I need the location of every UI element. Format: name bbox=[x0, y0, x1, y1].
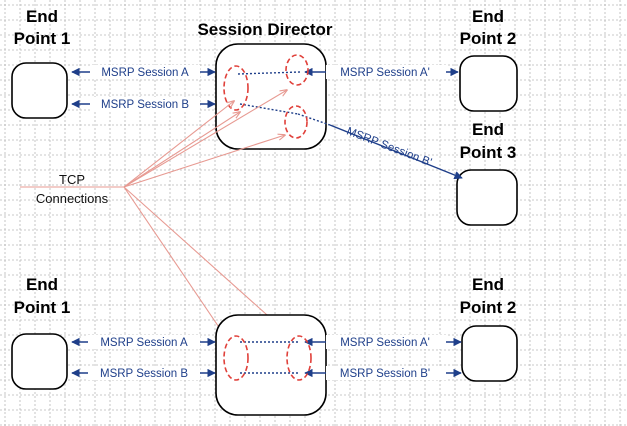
top-endpoint1-label-line2: Point 1 bbox=[14, 29, 71, 48]
top-session-a-prime-label: MSRP Session A' bbox=[340, 67, 430, 79]
bottom-session-b-prime-label: MSRP Session B' bbox=[340, 368, 430, 380]
bottom-session-b-prime-label-bg bbox=[326, 366, 446, 380]
endpoint3-box bbox=[456, 169, 518, 226]
top-endpoint2-label-line1: End bbox=[472, 7, 504, 26]
top-right-lower-connection-oval bbox=[284, 105, 308, 139]
tcp-label-line1: TCP bbox=[59, 172, 85, 187]
endpoint3-label-line2: Point 3 bbox=[460, 143, 517, 162]
bottom-session-a-prime-label: MSRP Session A' bbox=[340, 337, 430, 349]
bottom-left-connection-oval bbox=[223, 335, 249, 381]
top-session-b-prime-arrow bbox=[329, 124, 463, 180]
top-session-a-label-bg bbox=[90, 65, 200, 79]
top-endpoint2-box bbox=[459, 55, 518, 112]
top-session-director-box bbox=[215, 43, 327, 150]
bottom-right-connection-oval bbox=[286, 335, 312, 381]
bottom-session-b-label: MSRP Session B bbox=[100, 368, 188, 380]
bottom-session-a-label-bg bbox=[88, 335, 200, 349]
top-left-connection-oval bbox=[223, 65, 249, 111]
top-endpoint1-box bbox=[11, 62, 68, 119]
top-session-b-label-bg bbox=[90, 97, 200, 111]
tcp-line-bottom-a bbox=[123, 186, 231, 345]
tcp-line-top-c bbox=[123, 90, 287, 188]
top-right-upper-connection-oval bbox=[285, 54, 309, 86]
bottom-session-director-box bbox=[215, 314, 327, 416]
top-endpoint2-label-line2: Point 2 bbox=[460, 29, 517, 48]
bottom-endpoint1-label-line1: End bbox=[26, 275, 58, 294]
bottom-endpoint1-box bbox=[11, 333, 68, 390]
top-session-b-inner-link bbox=[239, 103, 299, 115]
top-session-a-label: MSRP Session A bbox=[101, 67, 189, 79]
tcp-line-top-a bbox=[123, 101, 234, 188]
tcp-line-top-d bbox=[123, 135, 285, 188]
bottom-session-a-prime-label-bg bbox=[326, 335, 446, 349]
endpoint3-label-line1: End bbox=[472, 120, 504, 139]
top-session-b-label: MSRP Session B bbox=[101, 99, 189, 111]
bottom-endpoint2-box bbox=[461, 325, 518, 382]
bottom-endpoint2-label-line2: Point 2 bbox=[460, 298, 517, 317]
top-session-b-prime-dotted bbox=[297, 113, 331, 126]
tcp-line-top-b bbox=[123, 112, 240, 188]
session-director-label: Session Director bbox=[197, 20, 332, 39]
top-session-b-prime-label: MSRP Session B' bbox=[345, 125, 433, 169]
tcp-label-line2: Connections bbox=[36, 191, 109, 206]
top-endpoint1-label-line1: End bbox=[26, 7, 58, 26]
bottom-endpoint2-label-line1: End bbox=[472, 275, 504, 294]
bottom-endpoint1-label-line2: Point 1 bbox=[14, 298, 71, 317]
bottom-session-b-label-bg bbox=[88, 366, 200, 380]
bottom-session-a-label: MSRP Session A bbox=[100, 337, 188, 349]
top-session-a-prime-label-bg bbox=[326, 65, 446, 79]
